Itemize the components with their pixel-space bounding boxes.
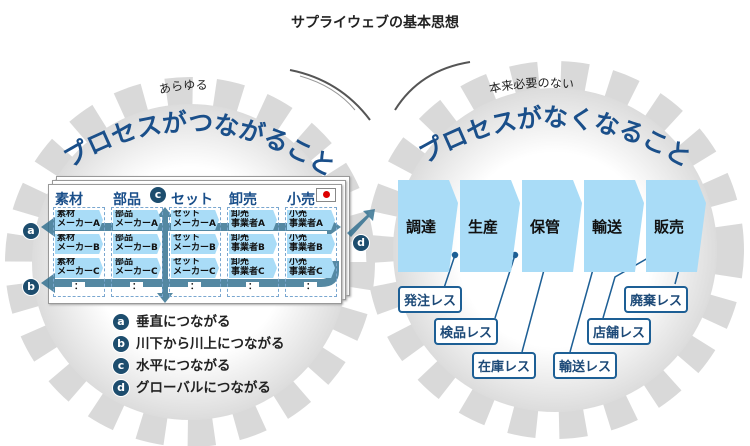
label-no-ordering: 発注レス [398, 286, 463, 313]
company-cell: 部品メーカーC [113, 258, 161, 278]
process-step-storage: 保管 [522, 180, 582, 272]
company-cell: 素材メーカーA [55, 210, 103, 230]
badge-c: c [149, 186, 167, 204]
company-cell: 卸売事業者B [229, 234, 277, 254]
cell-text: セット [173, 257, 201, 267]
process-step-transport: 輸送 [584, 180, 644, 272]
cell-text: メーカーA [57, 219, 100, 229]
process-step-sales: 販売 [646, 180, 706, 272]
company-cell: 部品メーカーA [113, 210, 161, 230]
badge-a: a [22, 222, 40, 240]
company-cell: セットメーカーA [171, 210, 219, 230]
ellipsis: ： [188, 282, 202, 293]
cell-text: 事業者A [231, 219, 265, 229]
column-header: 卸売 [229, 192, 257, 208]
ellipsis: ： [130, 282, 144, 293]
cell-text: メーカーA [115, 219, 158, 229]
company-cell: セットメーカーB [171, 234, 219, 254]
company-cell: 小売事業者B [287, 234, 335, 254]
company-cell: 卸売事業者C [229, 258, 277, 278]
cell-text: 事業者B [231, 243, 265, 253]
company-cell: 卸売事業者A [229, 210, 277, 230]
cell-text: 素材 [57, 257, 76, 267]
company-cell: 素材メーカーB [55, 234, 103, 254]
label-no-inspection: 検品レス [434, 318, 499, 345]
japan-flag-icon [316, 188, 336, 202]
company-cell: 素材メーカーC [55, 258, 103, 278]
cell-text: 小売 [289, 209, 308, 219]
cell-text: 部品 [115, 257, 134, 267]
label-no-transport: 輸送レス [553, 352, 618, 379]
company-cell: 部品メーカーB [113, 234, 161, 254]
company-cell: 小売事業者C [287, 258, 335, 278]
ellipsis: ： [304, 282, 318, 293]
cell-text: メーカーC [57, 267, 100, 277]
badge-d: d [352, 234, 370, 252]
cell-text: メーカーC [115, 267, 158, 277]
label-no-inventory: 在庫レス [472, 352, 537, 379]
cell-text: 卸売 [231, 209, 250, 219]
rotation-arc [394, 61, 471, 111]
arrow-d [347, 209, 375, 237]
cell-text: 小売 [289, 257, 308, 267]
cell-text: メーカーB [173, 243, 216, 253]
cell-text: メーカーB [115, 243, 158, 253]
cell-text: メーカーC [173, 267, 216, 277]
cell-text: メーカーA [173, 219, 216, 229]
process-step-production: 生産 [460, 180, 520, 272]
cell-text: 小売 [289, 233, 308, 243]
cell-text: メーカーB [57, 243, 100, 253]
cell-text: 部品 [115, 209, 134, 219]
column-header: 部品 [113, 192, 141, 208]
company-cell: セットメーカーC [171, 258, 219, 278]
cell-text: 素材 [57, 233, 76, 243]
label-no-waste: 廃棄レス [624, 286, 689, 313]
cell-text: 卸売 [231, 233, 250, 243]
badge-b: b [22, 278, 40, 296]
ellipsis: ： [246, 282, 260, 293]
company-cell: 小売事業者A [287, 210, 335, 230]
label-no-stores: 店舗レス [587, 318, 652, 345]
ellipsis: ： [72, 282, 86, 293]
column-header: セット [171, 192, 213, 208]
cell-text: セット [173, 233, 201, 243]
arrow-c [162, 215, 168, 295]
cell-text: 素材 [57, 209, 76, 219]
rotation-arc [289, 69, 371, 121]
column-header: 素材 [55, 192, 83, 208]
cell-text: セット [173, 209, 201, 219]
arrow-b [51, 261, 339, 287]
cell-text: 事業者C [289, 267, 323, 277]
cell-text: 卸売 [231, 257, 250, 267]
cell-text: 部品 [115, 233, 134, 243]
page-title: サプライウェブの基本思想 [291, 15, 459, 31]
cell-text: 事業者B [289, 243, 323, 253]
cell-text: 事業者C [231, 267, 265, 277]
column-header: 小売 [287, 192, 315, 208]
process-step-procurement: 調達 [398, 180, 458, 272]
cell-text: 事業者A [289, 219, 323, 229]
